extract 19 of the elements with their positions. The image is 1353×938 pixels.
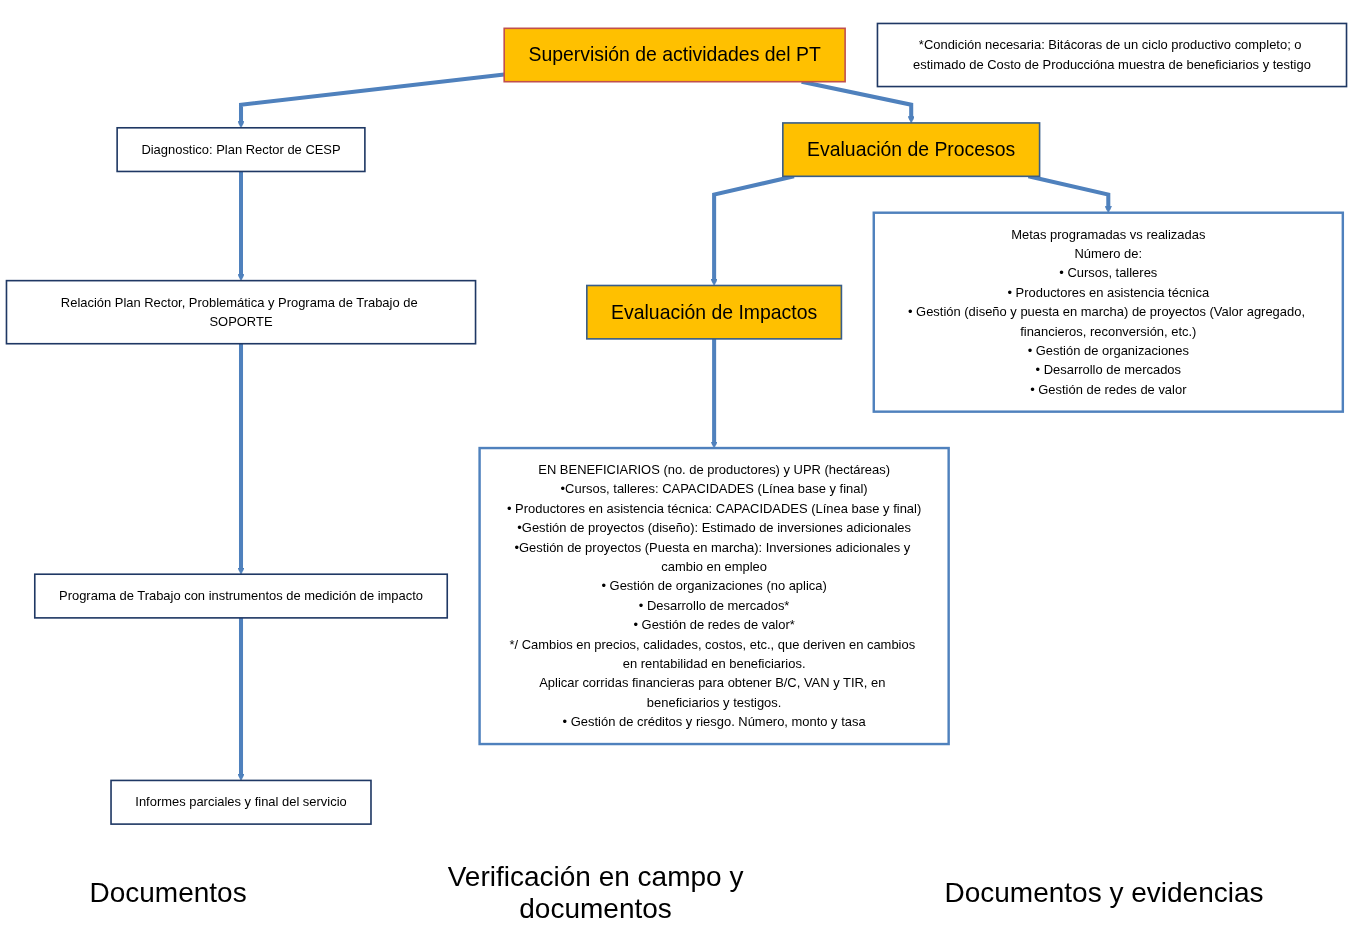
arrow (710, 174, 795, 286)
node-box: Evaluación de Procesos (782, 122, 1041, 178)
node-box: EN BENEFICIARIOS (no. de productores) y UPR (hectáreas) •Cursos, talleres: CAPACIDADES (Línea base y final) • Productores en asistencia técnica: CAPACIDADES (Línea base y final) •Gestión de proyectos (diseño): Estimado de inversiones adicionales •Gestión de proyectos (Puesta en marcha): Inversiones adicionales y cambio en empleo • Gestión de organizaciones (no aplica) • Desarrollo de mercados* • Gestión de redes de valor* */ Cambios en precios, calidades, costos, etc., que deriven en cambios en rentabilidad en beneficiarios. Aplicar corridas financieras para obtener B/C, VAN y TIR, en beneficiarios y testigos. • Gestión de créditos y riesgo. Número, monto y tasa (478, 447, 950, 746)
node-box: Supervisión de actividades del PT (503, 27, 846, 83)
node-box: Metas programadas vs realizadas Número de: • Cursos, talleres • Productores en asistencia técnica • Gestión (diseño y puesta en marcha) de proyectos (Valor agregado, financieros, reconversión, etc.) • Gestión de organizaciones • Desarrollo de mercados • Gestión de redes de valor (872, 211, 1345, 414)
node-box: Evaluación de Impactos (586, 284, 843, 340)
arrow (237, 72, 505, 129)
arrow (237, 343, 245, 575)
node-box: Programa de Trabajo con instrumentos de medición de impacto (33, 573, 449, 619)
caption-text: Documentos (89, 877, 247, 909)
arrow (237, 618, 245, 781)
node-box: Relación Plan Rector, Problemática y Programa de Trabajo de SOPORTE (5, 280, 477, 345)
node-box: *Condición necesaria: Bitácoras de un ciclo productivo completo; o estimado de Costo de Produccióna muestra de beneficiarios y testigo (876, 22, 1348, 88)
node-box: Informes parciales y final del servicio (110, 779, 372, 826)
arrow (710, 339, 718, 449)
caption-text: Verificación en campo y documentos (446, 861, 745, 925)
arrow (237, 171, 245, 282)
caption-text: Documentos y evidencias (944, 877, 1264, 909)
node-box: Diagnostico: Plan Rector de CESP (116, 127, 366, 173)
